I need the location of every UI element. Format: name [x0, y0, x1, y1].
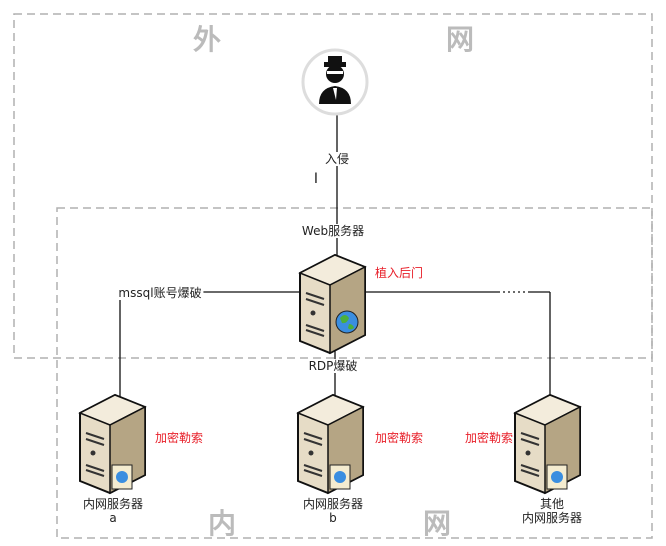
- inner-network-box: [56, 207, 653, 539]
- server-a-name: 内网服务器: [82, 497, 144, 511]
- backdoor-annotation: 植入后门: [375, 266, 424, 280]
- server-a-sub: a: [109, 511, 117, 525]
- web-server-label: Web服务器: [299, 224, 367, 238]
- intrusion-label: 入侵: [322, 152, 352, 166]
- text-cursor-icon: I: [313, 171, 319, 187]
- ransom-annotation-other: 加密勒索: [465, 431, 514, 445]
- ransom-annotation-a: 加密勒索: [155, 431, 204, 445]
- server-b-icon: [297, 394, 364, 494]
- server-b-name: 内网服务器: [302, 497, 364, 511]
- zone-outer-char1: 外: [192, 23, 222, 56]
- zone-inner-char1: 内: [207, 507, 237, 540]
- outer-network-box: [13, 13, 653, 359]
- mssql-edge-label: mssql账号爆破: [116, 286, 204, 300]
- zone-inner-char2: 网: [422, 507, 452, 540]
- server-other-sub: 内网服务器: [521, 511, 583, 525]
- attacker-icon: [301, 48, 369, 116]
- server-a-icon: [79, 394, 146, 494]
- server-other-icon: [514, 394, 581, 494]
- server-other-name: 其他: [539, 497, 565, 511]
- zone-outer-char2: 网: [445, 23, 475, 56]
- server-b-sub: b: [329, 511, 337, 525]
- web-server-icon: [299, 254, 366, 354]
- server-other-label: 其他内网服务器: [522, 497, 582, 525]
- rdp-edge-label: RDP爆破: [306, 359, 360, 373]
- ransom-annotation-b: 加密勒索: [375, 431, 424, 445]
